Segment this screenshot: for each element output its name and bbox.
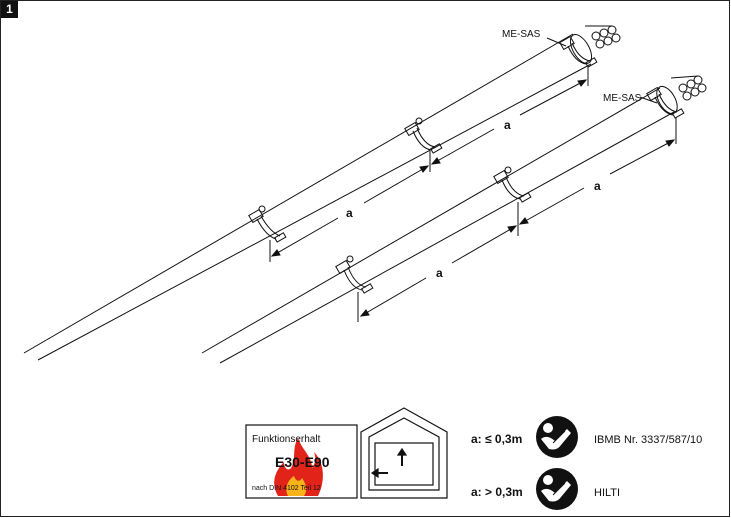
dimension-upper-1: [269, 151, 431, 262]
spacing-reference: HILTI: [594, 487, 620, 499]
dimension-lower-2: [518, 118, 677, 225]
figure-number: 1: [1, 1, 18, 18]
fire-rating-badge: Funktionserhalt E30-E90 nach DIN 4102 Te…: [245, 424, 358, 499]
dimension-upper-2: [430, 66, 589, 165]
clamp-upper-3: [559, 35, 598, 68]
cable-bundle-upper: [585, 25, 621, 49]
spacing-condition: a: > 0,3m: [471, 485, 523, 499]
dimension-lower-1: [357, 202, 519, 322]
dimension-label-a: a: [594, 179, 601, 193]
clamp-upper-1: [248, 205, 287, 243]
sleeve-label-lower: ME-SAS: [603, 93, 642, 104]
dimension-label-a: a: [504, 118, 511, 132]
manual-reader-icon: [536, 468, 578, 510]
dimension-label-a: a: [436, 266, 443, 280]
dimension-label-a: a: [346, 206, 353, 220]
sleeve-leader-upper: [546, 37, 567, 47]
sleeve-label-upper: ME-SAS: [502, 29, 541, 40]
manual-reader-icon: [536, 416, 578, 458]
flame-icon: [274, 438, 323, 496]
fire-badge-norm: nach DIN 4102 Teil 12: [252, 485, 321, 492]
fire-badge-title: Funktionserhalt: [252, 434, 321, 445]
fire-badge-rating: E30-E90: [275, 454, 330, 470]
pipe-lower: [201, 85, 678, 364]
clamp-lower-2: [493, 166, 532, 203]
mounting-direction-icon: [360, 407, 448, 499]
clamp-lower-1: [335, 255, 374, 294]
pipe-upper: [23, 33, 593, 361]
sleeve-leader-lower: [639, 96, 658, 104]
spacing-reference: IBMB Nr. 3337/587/10: [594, 434, 702, 446]
spacing-condition: a: ≤ 0,3m: [471, 432, 522, 446]
clamp-lower-3: [646, 86, 685, 119]
clamp-upper-2: [404, 117, 443, 154]
cable-bundle-lower: [670, 75, 707, 101]
